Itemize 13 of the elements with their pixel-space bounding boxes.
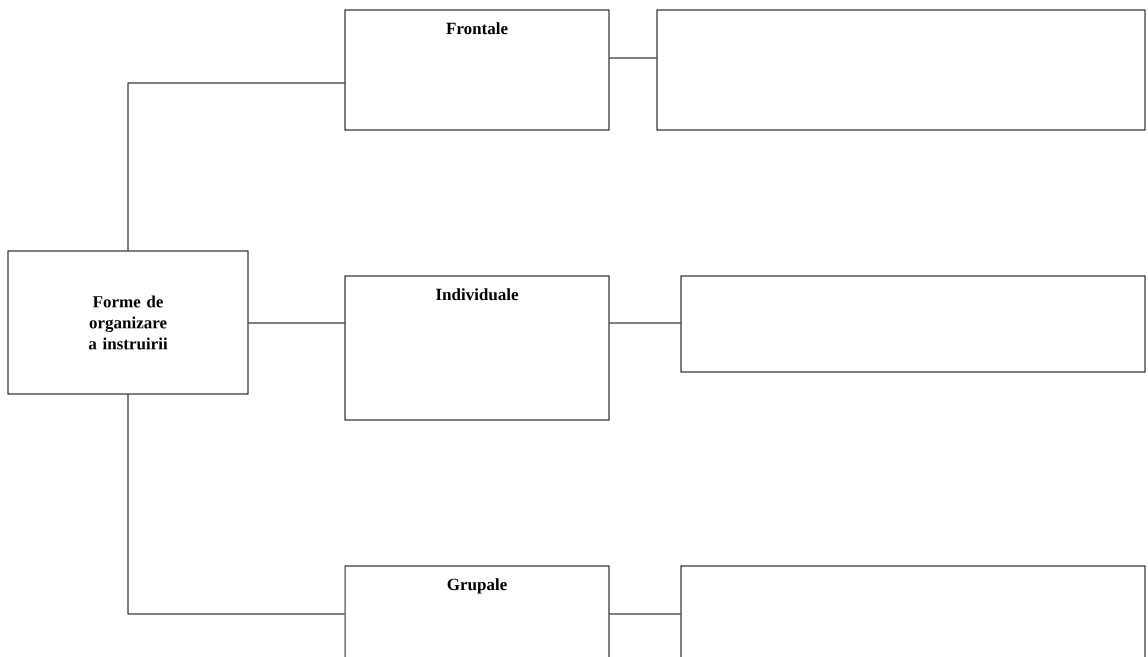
connector-line: [609, 57, 657, 59]
connector-line: [248, 322, 345, 324]
connector-line: [609, 613, 681, 615]
empty-box: [656, 9, 1146, 131]
text-box: Individuale: [344, 275, 610, 421]
empty-box: [680, 275, 1146, 373]
text-box: Frontale: [344, 9, 610, 131]
empty-box: [680, 565, 1146, 657]
text-box: Forme de organizare a instruirii: [7, 250, 249, 395]
connector-line: [609, 322, 681, 324]
connector-line: [127, 394, 345, 615]
connector-line: [127, 82, 345, 251]
text-box: Grupale: [344, 565, 610, 657]
